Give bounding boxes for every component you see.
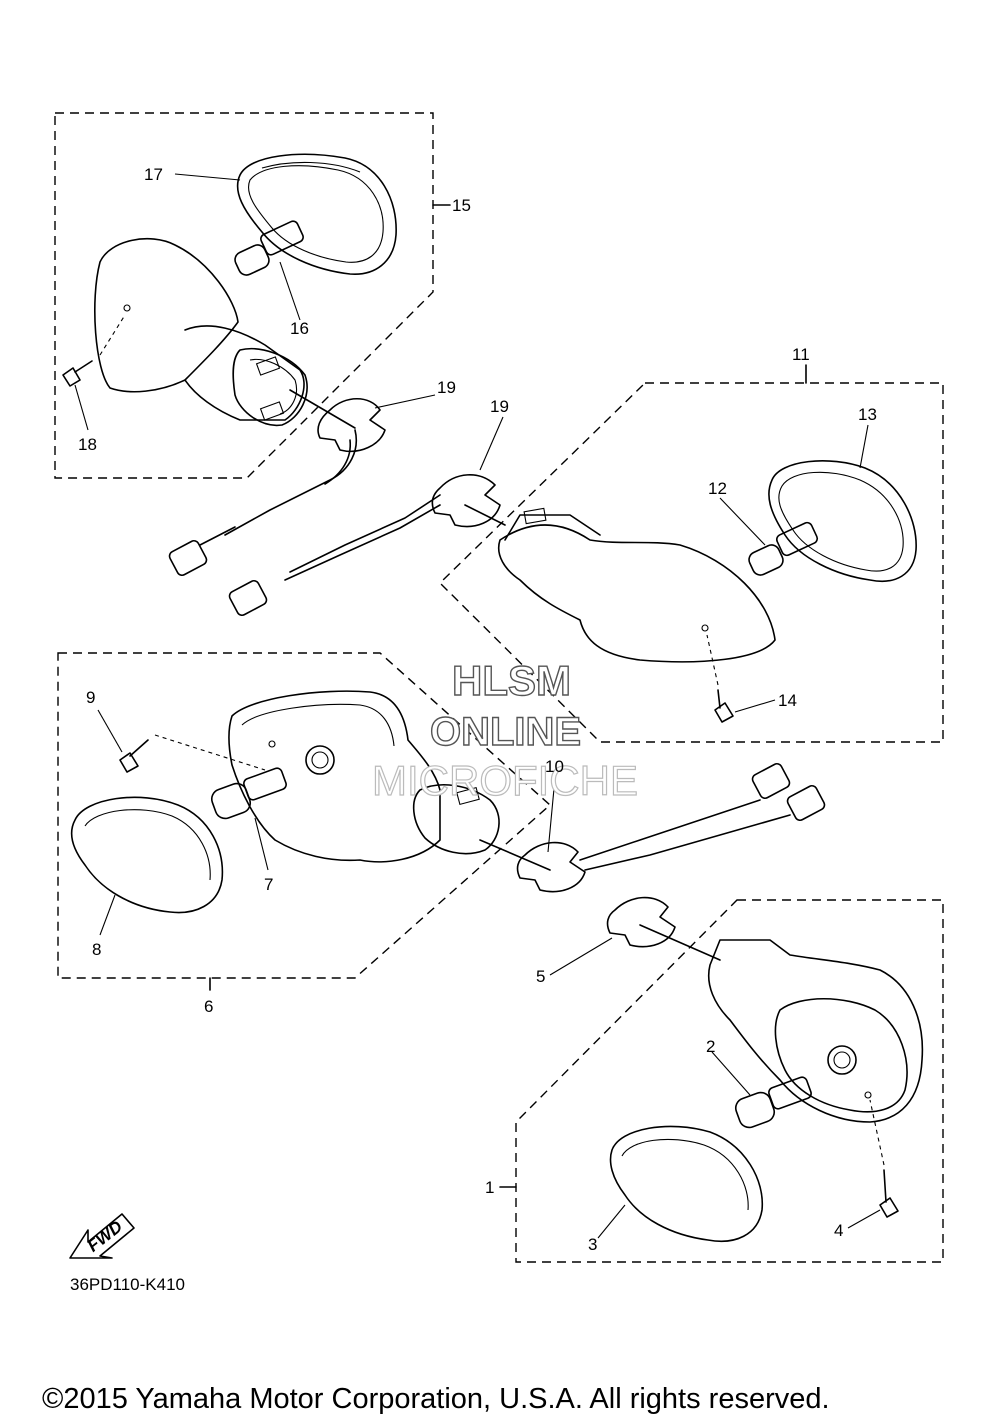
callout-5: 5 (536, 967, 545, 986)
callout-1: 1 (485, 1178, 494, 1197)
callout-12: 12 (708, 479, 727, 498)
callout-2: 2 (706, 1037, 715, 1056)
assembly-11 (439, 364, 944, 743)
grommet-19-left (168, 389, 436, 577)
fwd-label: FWD (84, 1217, 126, 1256)
watermark-line2: ONLINE (430, 710, 581, 754)
callout-labels: 1 2 3 4 5 6 7 8 9 10 11 12 13 14 15 16 1… (78, 165, 877, 1254)
callout-10: 10 (545, 757, 564, 776)
grommet-10 (479, 762, 826, 893)
assembly-6 (57, 652, 552, 991)
callout-19-right: 19 (490, 397, 509, 416)
watermark: HLSM ONLINE MICROFICHE (371, 656, 638, 804)
callout-6: 6 (204, 997, 213, 1016)
copyright-notice: ©2015 Yamaha Motor Corporation, U.S.A. A… (42, 1383, 830, 1415)
drawing-number: 36PD110-K410 (70, 1275, 185, 1294)
fwd-arrow-icon: FWD (69, 1213, 135, 1259)
grommet-19-right (228, 416, 506, 617)
callout-3: 3 (588, 1235, 597, 1254)
assembly-15 (54, 112, 451, 479)
callout-17: 17 (144, 165, 163, 184)
callout-11: 11 (792, 345, 810, 364)
callout-7: 7 (264, 875, 273, 894)
watermark-line1: HLSM (452, 657, 571, 704)
assembly-1 (499, 896, 944, 1263)
callout-15: 15 (452, 196, 471, 215)
callout-9: 9 (86, 688, 95, 707)
callout-13: 13 (858, 405, 877, 424)
watermark-line3: MICROFICHE (372, 757, 638, 804)
callout-18: 18 (78, 435, 97, 454)
callout-4: 4 (834, 1221, 843, 1240)
callout-16: 16 (290, 319, 309, 338)
callout-8: 8 (92, 940, 101, 959)
callout-14: 14 (778, 691, 797, 710)
callout-19-left: 19 (437, 378, 456, 397)
